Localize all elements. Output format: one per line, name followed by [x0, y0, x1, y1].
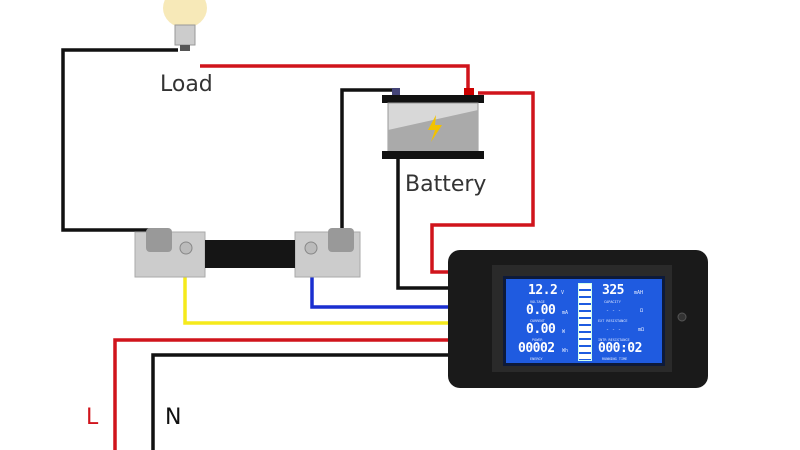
load-red-wire [200, 64, 470, 92]
running-time-label: RUNNING TIME [602, 357, 628, 361]
load-label: Load [160, 72, 213, 97]
battery-icon [382, 88, 484, 159]
ext-resistance-unit: Ω [640, 308, 644, 314]
current-label: CURRENT [530, 319, 545, 323]
neutral-label: N [165, 405, 182, 430]
neutral-black-wire [151, 353, 452, 450]
power-label: POWER [532, 338, 543, 342]
voltage-value: 12.2 [528, 283, 558, 298]
shunt-resistor [134, 228, 361, 278]
int-resistance-value: - - - [606, 327, 622, 333]
energy-unit: Wh [562, 348, 569, 354]
lcd-display: 12.2 V VOLTAGE 0.00 mA CURRENT 0.00 W PO… [503, 276, 665, 366]
battery-label: Battery [405, 172, 487, 197]
int-resistance-unit: mΩ [638, 327, 645, 333]
ext-resistance-value: - - - [606, 308, 622, 314]
battery-level-icon [578, 283, 592, 361]
power-value: 0.00 [526, 322, 556, 337]
live-label: L [86, 405, 99, 430]
capacity-unit: mAH [634, 290, 644, 296]
ext-resistance-label: EXT RESISTANCE [598, 319, 628, 323]
voltage-unit: V [561, 290, 565, 296]
running-time-value: 000:02 [598, 341, 642, 356]
voltage-label: VOLTAGE [530, 300, 545, 304]
light-bulb-icon [163, 0, 207, 51]
meter-black-wire [396, 150, 452, 290]
capacity-label: CAPACITY [604, 300, 621, 304]
battery-pos-wire [430, 91, 535, 274]
live-red-wire [113, 338, 452, 450]
load-black-wire [61, 48, 178, 232]
energy-value: 00002 [518, 341, 555, 356]
current-unit: mA [562, 310, 569, 316]
capacity-value: 325 [602, 283, 624, 298]
int-resistance-label: INTR RESISTANCE [598, 338, 630, 342]
energy-label: ENERGY [530, 357, 543, 361]
current-value: 0.00 [526, 303, 556, 318]
power-unit: W [562, 329, 566, 335]
